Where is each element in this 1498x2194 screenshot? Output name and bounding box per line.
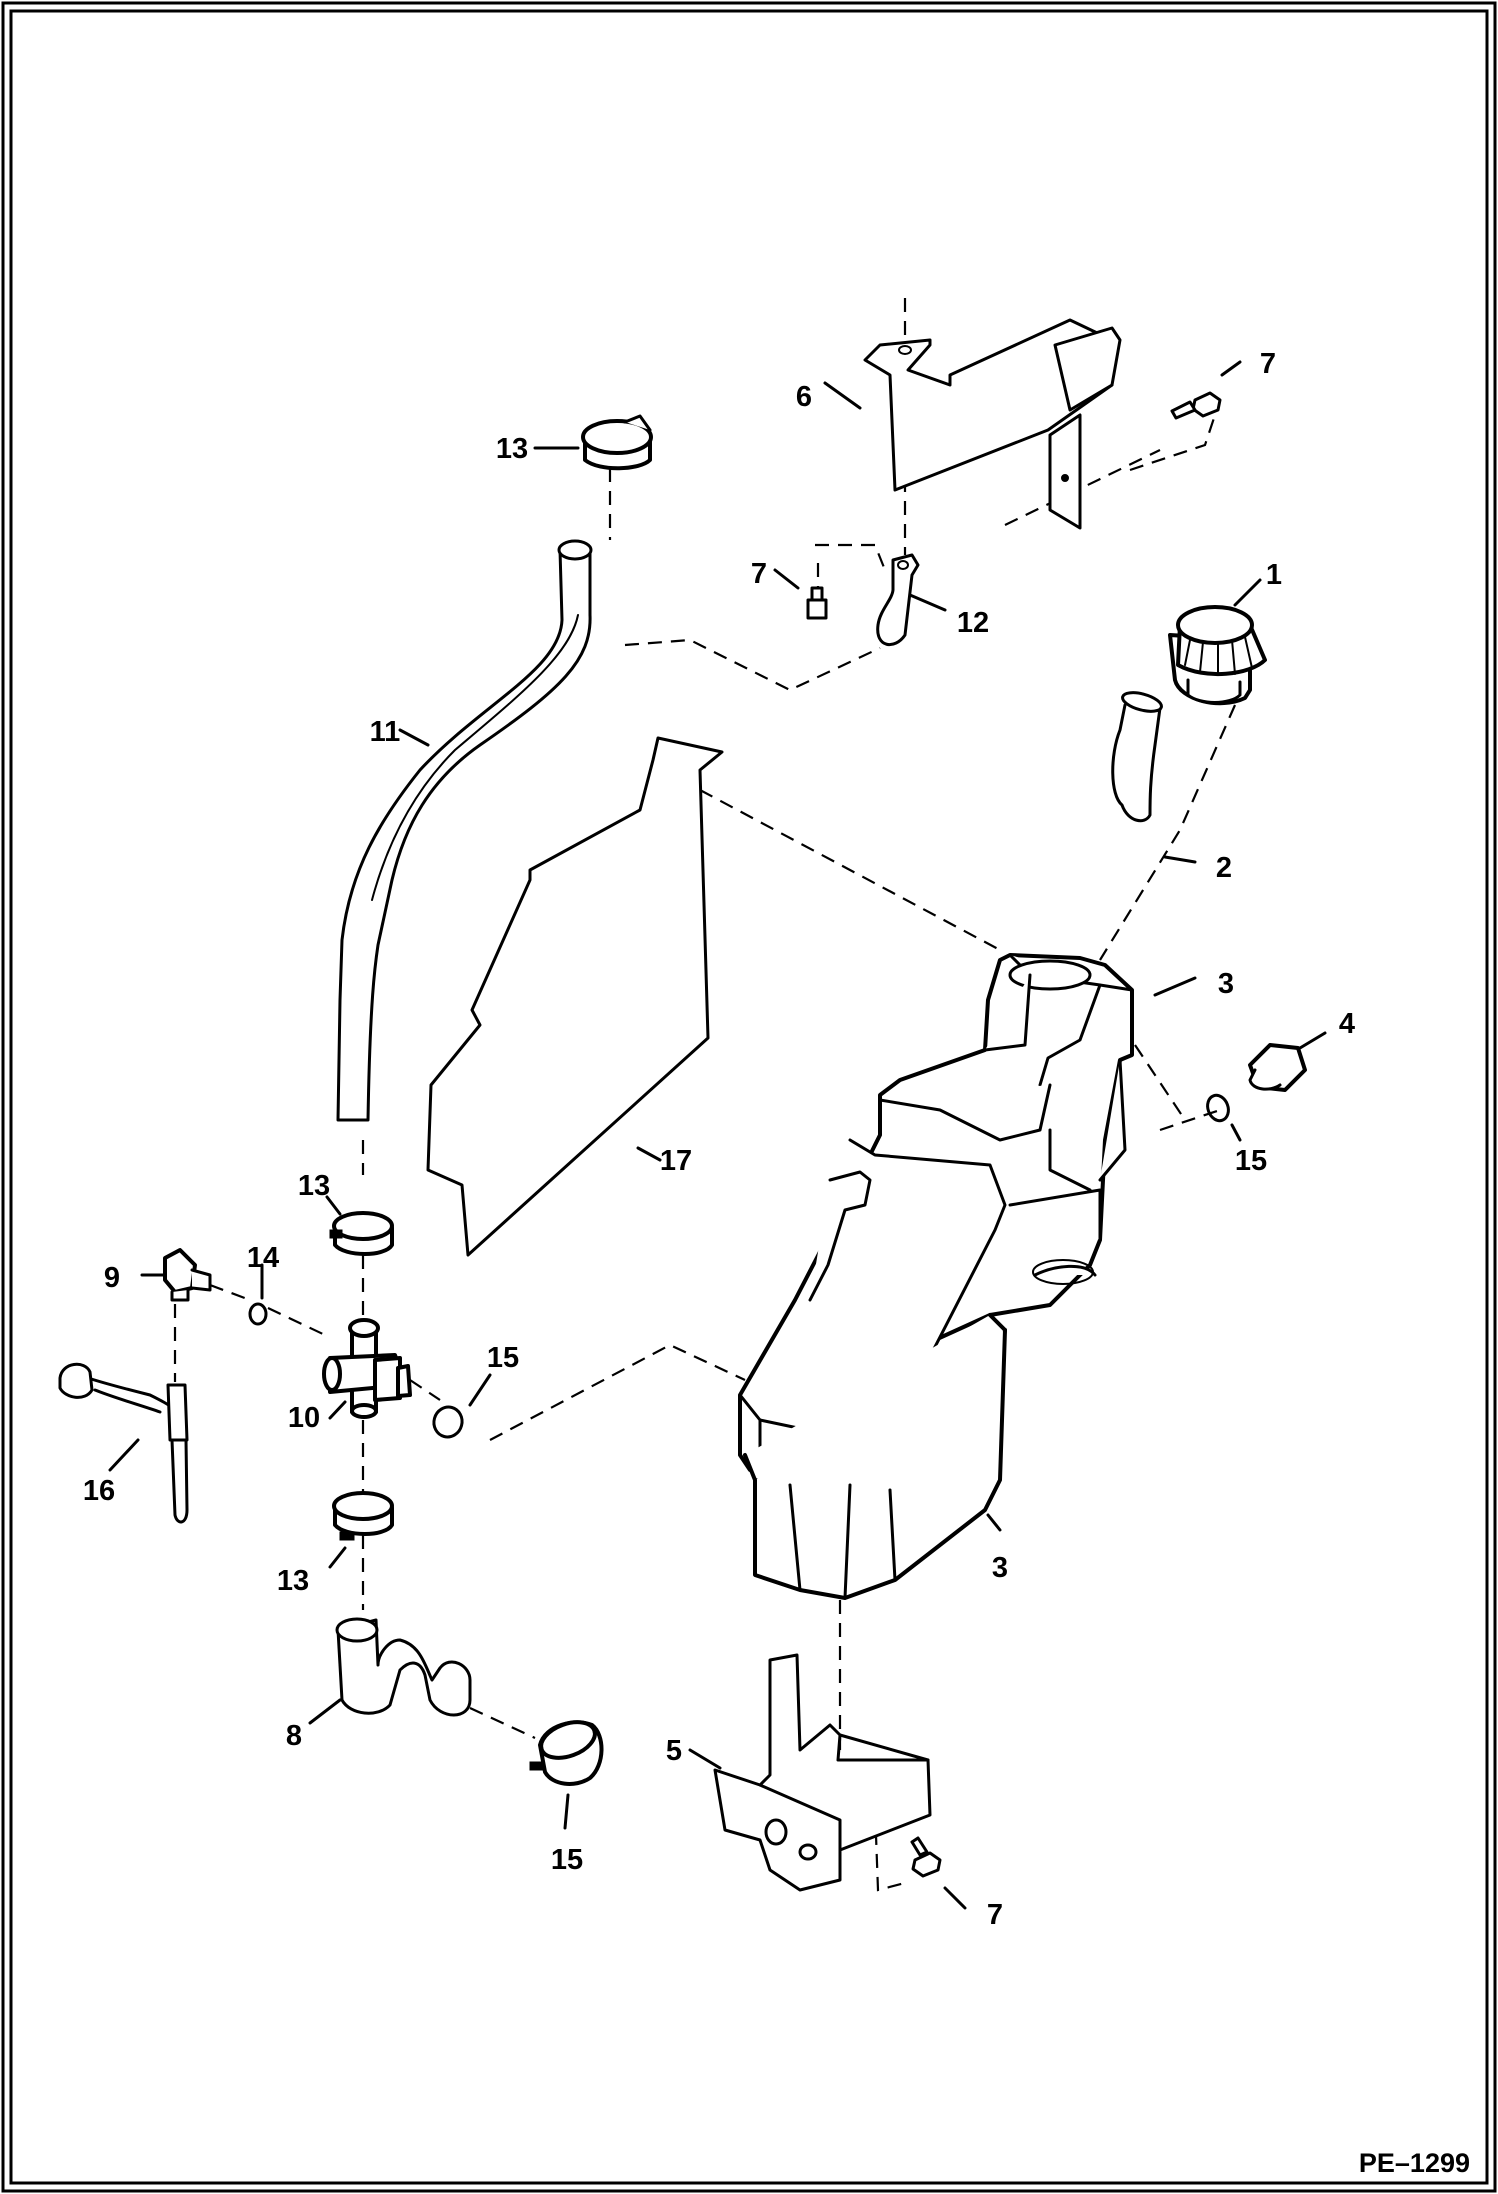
reference-number: PE–1299 [1359,2148,1470,2178]
callout-11: 11 [370,716,401,748]
bracket-part-5 [713,1653,932,1892]
tee-fitting-part-10 [322,1318,412,1419]
plug-part-4 [1248,1043,1307,1092]
callout-10: 10 [288,1402,320,1434]
callout-3-upper: 3 [1218,968,1234,1000]
callout-labels: 1 2 3 3 4 5 6 7 7 7 8 9 10 11 12 13 13 1… [83,348,1355,1931]
bolt-part-7-bottom [910,1836,942,1878]
lower-hose-part-8 [335,1617,472,1717]
callout-8: 8 [286,1720,302,1752]
clamp-part-13-mid [329,1211,394,1256]
tank-part-3 [738,953,1134,1600]
clamp-part-13-bottom [332,1491,394,1541]
filler-tube-part-2 [1111,691,1163,823]
bolt-part-7-mid [806,586,828,620]
callout-7-bottom: 7 [987,1899,1003,1931]
callout-16: 16 [83,1475,115,1507]
callout-2: 2 [1216,852,1232,884]
callout-9: 9 [104,1262,120,1294]
callout-13-top: 13 [496,433,528,465]
clamp-part-15-bottom [529,1720,604,1786]
wire-part-16 [58,1362,189,1524]
o-ring-part-15-left [432,1405,464,1439]
o-ring-part-14 [248,1302,268,1326]
callout-1: 1 [1266,559,1282,591]
panel-part-17 [426,736,724,1257]
callout-15-left: 15 [487,1342,519,1374]
callout-15-right: 15 [1235,1145,1267,1177]
sensor-part-9 [163,1248,212,1302]
callout-14: 14 [247,1242,279,1274]
upper-hose-part-11 [336,539,593,1122]
clamp-part-13-top [581,414,653,471]
callout-13-bottom: 13 [277,1565,309,1597]
cap-part-1 [1168,605,1267,706]
callout-7-top: 7 [1260,348,1276,380]
callout-17: 17 [660,1145,692,1177]
callout-6: 6 [796,381,812,413]
callout-12: 12 [957,607,989,639]
leader-lines [108,360,1327,1910]
inner-border [9,9,1489,2185]
bracket-part-6 [863,318,1122,530]
callout-7-mid: 7 [751,558,767,590]
callout-13-mid: 13 [298,1170,330,1202]
callout-3-lower: 3 [992,1552,1008,1584]
callout-5: 5 [666,1735,682,1767]
callout-4: 4 [1339,1008,1355,1040]
o-ring-part-15-right [1206,1093,1230,1123]
bolt-part-7-top [1170,391,1222,420]
callout-15-bottom: 15 [551,1844,583,1876]
clamp-part-12 [876,553,920,646]
